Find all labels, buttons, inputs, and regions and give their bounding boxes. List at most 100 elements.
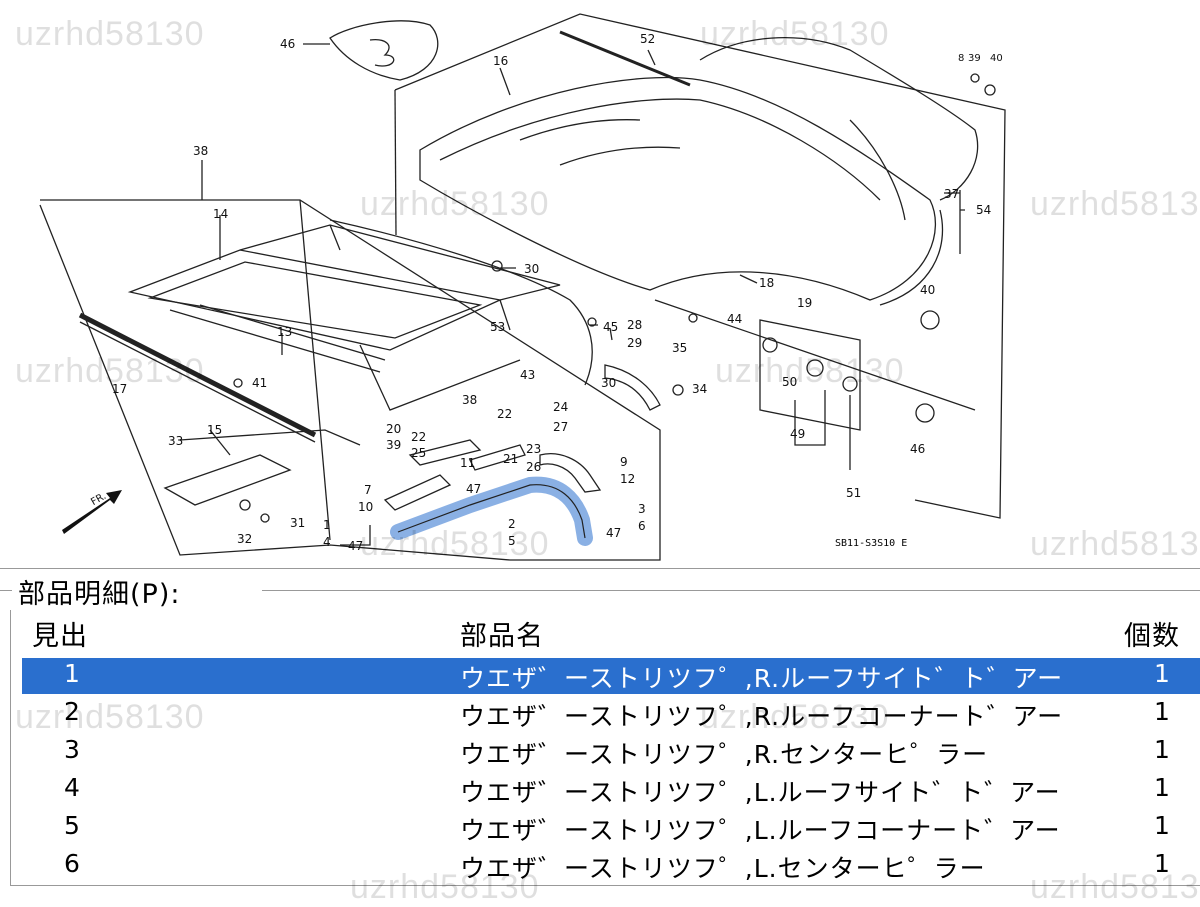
callout[interactable]: 17 [112,382,128,396]
callout[interactable]: 38 [193,144,209,158]
parts-diagram[interactable]: 46 52 16 8 39 40 38 14 30 13 53 45 28 29… [0,0,1200,569]
column-header-name[interactable]: 部品名 [460,621,544,652]
callout[interactable]: 2 [508,517,516,531]
callout[interactable]: 46 [280,37,296,51]
callout[interactable]: 34 [692,382,708,396]
catalog-code: SB11-S3S10 E [835,538,908,549]
callout[interactable]: 44 [727,312,743,326]
callout[interactable]: 1 [323,518,331,532]
watermark: uzrhd58130 [15,698,205,736]
callout[interactable]: 14 [213,207,229,221]
column-header-qty[interactable]: 個数 [1124,621,1180,652]
watermark: uzrhd58130 [350,868,540,906]
callout[interactable]: 41 [252,376,268,390]
table-row[interactable]: 2 ウエザ゛ーストリツフ゜,R.ルーフコーナート゛アー 1 [22,696,1200,732]
callout[interactable]: 33 [168,434,184,448]
callout[interactable]: 49 [790,427,806,441]
callout[interactable]: 19 [797,296,813,310]
row-index: 4 [64,773,80,802]
callout[interactable]: 47 [606,526,622,540]
callout[interactable]: 40 [920,283,936,297]
table-row[interactable]: 6 ウエザ゛ーストリツフ゜,L.センターヒ゜ラー 1 [22,848,1200,884]
watermark: uzrhd58130 [15,15,205,53]
row-part-name: ウエザ゛ーストリツフ゜,R.ルーフコーナート゛アー [460,702,1064,731]
row-quantity: 1 [1154,659,1170,688]
callout[interactable]: 23 [526,442,542,456]
callout[interactable]: 25 [411,446,427,460]
callout[interactable]: 27 [553,420,569,434]
table-row[interactable]: 5 ウエザ゛ーストリツフ゜,L.ルーフコーナート゛アー 1 [22,810,1200,846]
callout[interactable]: 22 [497,407,513,421]
row-index: 3 [64,735,80,764]
watermark: uzrhd58130 [1030,525,1200,563]
watermark: uzrhd58130 [700,15,890,53]
watermark: uzrhd58130 [1030,868,1200,906]
callout[interactable]: 18 [759,276,775,290]
callout[interactable]: 30 [524,262,540,276]
callout[interactable]: 50 [782,375,798,389]
callout[interactable]: 39 [386,438,402,452]
callout[interactable]: 13 [277,325,293,339]
row-part-name: ウエザ゛ーストリツフ゜,R.ルーフサイト゛ト゛アー [460,664,1064,693]
callout[interactable]: 9 [620,455,628,469]
callout[interactable]: 38 [462,393,478,407]
callout[interactable]: 4 [323,535,331,549]
callout[interactable]: 7 [364,483,372,497]
callout[interactable]: 26 [526,460,542,474]
callout[interactable]: 45 [603,320,619,334]
row-part-name: ウエザ゛ーストリツフ゜,L.ルーフサイト゛ト゛アー [460,778,1061,807]
callout[interactable]: 39 [968,53,981,64]
callout[interactable]: 43 [520,368,536,382]
callout[interactable]: 24 [553,400,569,414]
callout[interactable]: 28 [627,318,643,332]
callout[interactable]: 32 [237,532,253,546]
callout[interactable]: 21 [503,452,519,466]
callout[interactable]: 35 [672,341,688,355]
row-quantity: 1 [1154,849,1170,878]
row-part-name: ウエザ゛ーストリツフ゜,L.センターヒ゜ラー [460,854,986,883]
callout[interactable]: 53 [490,320,506,334]
callout[interactable]: 47 [348,539,364,553]
callout[interactable]: 3 [638,502,646,516]
watermark: uzrhd58130 [15,352,205,390]
column-header-index[interactable]: 見出 [32,621,88,652]
row-quantity: 1 [1154,773,1170,802]
callout[interactable]: 15 [207,423,223,437]
callout[interactable]: 54 [976,203,992,217]
table-row-selected[interactable]: 1 ウエザ゛ーストリツフ゜,R.ルーフサイト゛ト゛アー 1 [22,658,1200,694]
section-divider [0,590,12,591]
watermark: uzrhd58130 [715,352,905,390]
section-divider [262,590,1200,591]
callout[interactable]: 6 [638,519,646,533]
watermark: uzrhd58130 [360,525,550,563]
row-part-name: ウエザ゛ーストリツフ゜,L.ルーフコーナート゛アー [460,816,1061,845]
exploded-view-drawing [39,13,1006,561]
parts-table [10,610,1200,886]
callout[interactable]: 46 [910,442,926,456]
callout[interactable]: 12 [620,472,636,486]
table-row[interactable]: 3 ウエザ゛ーストリツフ゜,R.センターヒ゜ラー 1 [22,734,1200,770]
row-index: 1 [64,659,80,688]
callout[interactable]: 52 [640,32,656,46]
callout[interactable]: 29 [627,336,643,350]
callout[interactable]: 11 [460,456,476,470]
table-row[interactable]: 4 ウエザ゛ーストリツフ゜,L.ルーフサイト゛ト゛アー 1 [22,772,1200,808]
soft-top-group-box [394,13,1006,519]
callout[interactable]: 30 [601,376,617,390]
callout[interactable]: 22 [411,430,427,444]
callout[interactable]: 47 [466,482,482,496]
callout[interactable]: 31 [290,516,306,530]
callout[interactable]: 51 [846,486,862,500]
callout[interactable]: 40 [990,53,1003,64]
row-quantity: 1 [1154,811,1170,840]
callout[interactable]: 16 [493,54,509,68]
front-arrow-icon [62,490,122,534]
parts-list-section: 部品明細(P): 見出 部品名 個数 1 ウエザ゛ーストリツフ゜,R.ルーフサイ… [0,570,1200,906]
callout[interactable]: 37 [944,187,960,201]
row-quantity: 1 [1154,735,1170,764]
callout[interactable]: 10 [358,500,374,514]
callout[interactable]: 20 [386,422,402,436]
callout[interactable]: 5 [508,534,516,548]
watermark: uzrhd58130 [360,185,550,223]
callout[interactable]: 8 [958,53,965,64]
